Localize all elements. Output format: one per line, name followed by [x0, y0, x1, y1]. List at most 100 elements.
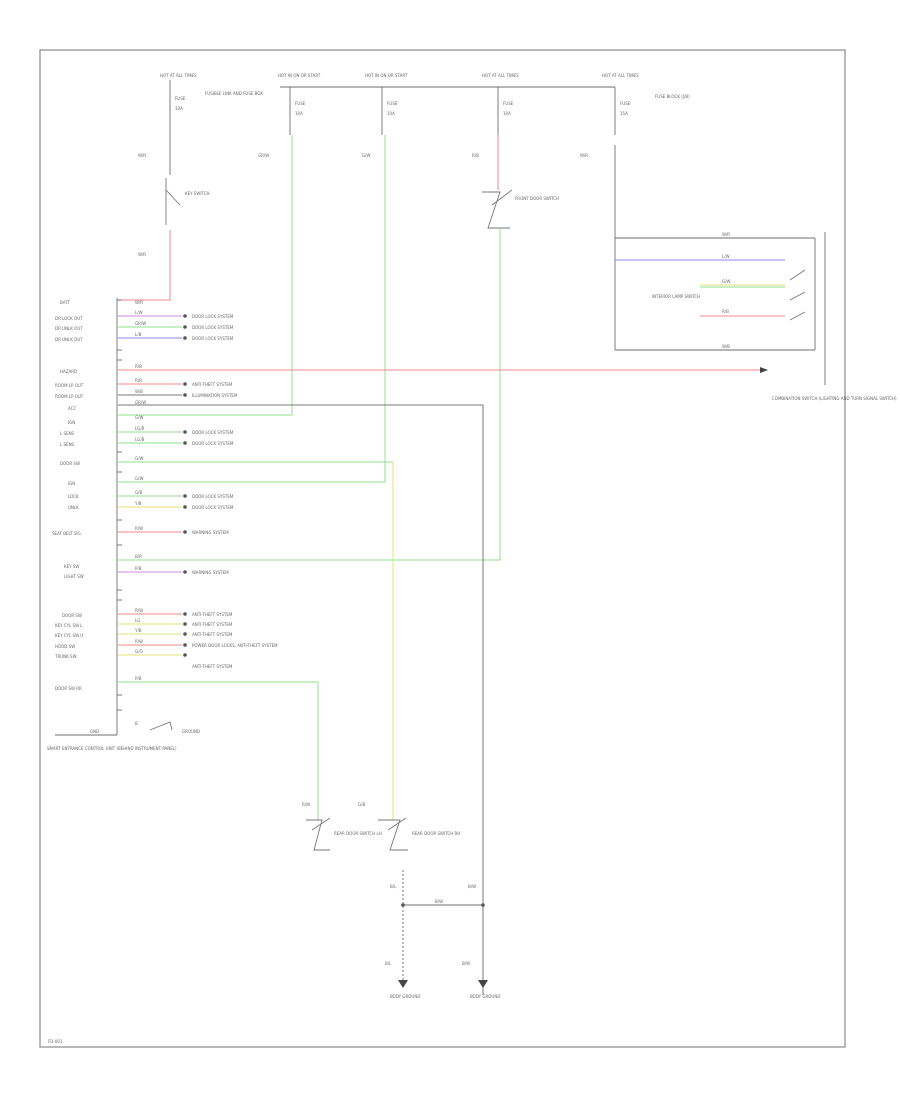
diagram-label: DOOR LOCK SYSTEM	[192, 441, 234, 446]
diagram-label: GR/W	[135, 400, 146, 405]
diagram-label: R/W	[135, 608, 143, 613]
diagram-label: DOOR LOCK SYSTEM	[192, 494, 234, 499]
ign-wire	[118, 135, 386, 483]
diagram-label: DR LOCK OUT	[55, 316, 83, 321]
footer-id: FD-001	[48, 1039, 63, 1044]
diagram-label: REAR DOOR SWITCH LH	[334, 831, 382, 836]
fuse-5-wire: W/R	[580, 153, 588, 158]
bcm-ground-symbol	[149, 721, 173, 731]
fuse-3-source: HOT IN ON OR START	[365, 73, 408, 78]
diagram-label: P/B	[135, 676, 142, 681]
fuse-1-wire: W/R	[138, 153, 146, 158]
batt-wire	[118, 230, 171, 301]
diagram-label: LG/B	[135, 437, 145, 442]
bcm-ticks	[117, 299, 122, 711]
pin-row: ROOM LP OUT W/B ILLUMINATION SYSTEM	[55, 389, 238, 399]
fuse-2-value: 10A	[295, 111, 303, 116]
pin-row: DOOR SW G/W	[60, 456, 143, 466]
fuse-1-note: FUSIBLE LINK AND FUSE BOX	[205, 91, 263, 96]
diagram-label: W/R	[135, 300, 143, 305]
diagram-label: IGN	[68, 481, 75, 486]
diagram-label: G/O	[135, 649, 143, 654]
ground-wire-rh: B/W	[468, 884, 476, 889]
diagram-label: W/B	[135, 389, 143, 394]
rb-wire-1: W/R	[722, 232, 730, 237]
diagram-label: KEY CYL SW L	[55, 623, 83, 628]
diagram-label: B	[135, 721, 138, 726]
diagram-label: ROOM LP OUT	[55, 383, 84, 388]
fuse-5: HOT AT ALL TIMES FUSE 15A FUSE BLOCK (J/…	[580, 73, 690, 350]
diagram-label: UNLK	[68, 505, 79, 510]
pin-row: ROOM LP OUT R/B ANTI-THEFT SYSTEM	[55, 378, 233, 388]
fuse-4: HOT AT ALL TIMES FUSE 10A R/B FRONT DOOR…	[472, 73, 559, 229]
acc-wire	[118, 135, 293, 416]
diagram-label: DOOR LOCK SYSTEM	[192, 336, 234, 341]
rr-door-wire	[118, 681, 319, 820]
fuse-1-label: FUSE	[175, 96, 186, 101]
fuse-4-wire: R/B	[472, 153, 479, 158]
front-door-switch-label: FRONT DOOR SWITCH	[515, 196, 559, 201]
diagram-label: R/W	[135, 526, 143, 531]
diagram-label: R/W	[135, 639, 143, 644]
fuse-2-label: FUSE	[295, 101, 306, 106]
room-lp-wire	[118, 404, 484, 995]
diagram-label: DOOR LOCK SYSTEM	[192, 314, 234, 319]
rb-title: COMBINATION SWITCH (LIGHTING AND TURN SI…	[772, 396, 897, 401]
pin-row: IGN G/W	[68, 476, 143, 486]
diagram-label: G/W	[135, 456, 143, 461]
pin-row: ACC GR/W	[68, 400, 146, 411]
diagram-label: R/B	[135, 364, 142, 369]
splice-label: B/W	[435, 899, 443, 904]
rb-inner: INTERIOR LAMP SWITCH	[652, 294, 700, 299]
fuse-2: HOT IN ON OR START FUSE 10A GR/W	[258, 73, 321, 158]
fuse-4-label: FUSE	[503, 101, 514, 106]
rb-wire-2: L/W	[722, 254, 730, 259]
ground-lh: B/L BODY GROUND	[385, 961, 420, 999]
diagram-label: WARNING SYSTEM	[192, 570, 229, 575]
diagram-label: LG	[135, 618, 140, 623]
diagram-label: WARNING SYSTEM	[192, 530, 229, 535]
diagram-label: Y/B	[134, 628, 142, 633]
fuse-4-value: 10A	[503, 111, 511, 116]
bcm-label: SMART ENTRANCE CONTROL UNIT (BEHIND INST…	[47, 746, 177, 751]
diagram-label: DOOR SW	[60, 461, 80, 466]
rb-wire-5: W/B	[722, 344, 730, 349]
diagram-label: KEY SW	[64, 564, 79, 569]
diagram-label: HAZARD	[60, 369, 77, 374]
diagram-label: HOOD SW	[55, 644, 75, 649]
diagram-label: ROOM LP OUT	[55, 394, 84, 399]
fuse-4-source: HOT AT ALL TIMES	[482, 73, 519, 78]
diagram-label: LG/R	[135, 426, 145, 431]
fuse-5-label: FUSE	[620, 101, 631, 106]
diagram-label: ILLUMINATION SYSTEM	[192, 393, 238, 398]
ground-wire-lh: B/L	[390, 884, 397, 889]
diagram-label: ANTI-THEFT SYSTEM	[192, 612, 233, 617]
diagram-frame	[39, 49, 846, 1048]
fuse-5-source: HOT AT ALL TIMES	[602, 73, 639, 78]
diagram-label: R/B	[135, 378, 142, 383]
diagram-label: KEY CYL SW U	[55, 633, 83, 638]
keysw-wire	[118, 228, 501, 561]
diagram-label: L/W	[135, 310, 143, 315]
ground-rh: B/W BODY GROUND	[462, 961, 500, 999]
diagram-label: TRUNK SW	[54, 654, 77, 659]
diagram-label: ACC	[68, 406, 76, 411]
rear-door-switch-lh: R/W REAR DOOR SWITCH LH	[302, 802, 382, 851]
diagram-label: GR/W	[135, 321, 146, 326]
fuse-1-wire-bottom: W/R	[138, 252, 146, 257]
diagram-label: ANTI-THEFT SYSTEM	[192, 382, 233, 387]
diagram-label: G/W	[135, 476, 143, 481]
diagram-label: DOOR LOCK SYSTEM	[192, 430, 234, 435]
diagram-label: DOOR LOCK SYSTEM	[192, 505, 234, 510]
diagram-label: R/W	[302, 802, 310, 807]
diagram-label: LIGHT SW	[64, 574, 84, 579]
fuse-1-value: 10A	[175, 106, 183, 111]
fuse-5-note: FUSE BLOCK (J/B)	[655, 94, 690, 99]
